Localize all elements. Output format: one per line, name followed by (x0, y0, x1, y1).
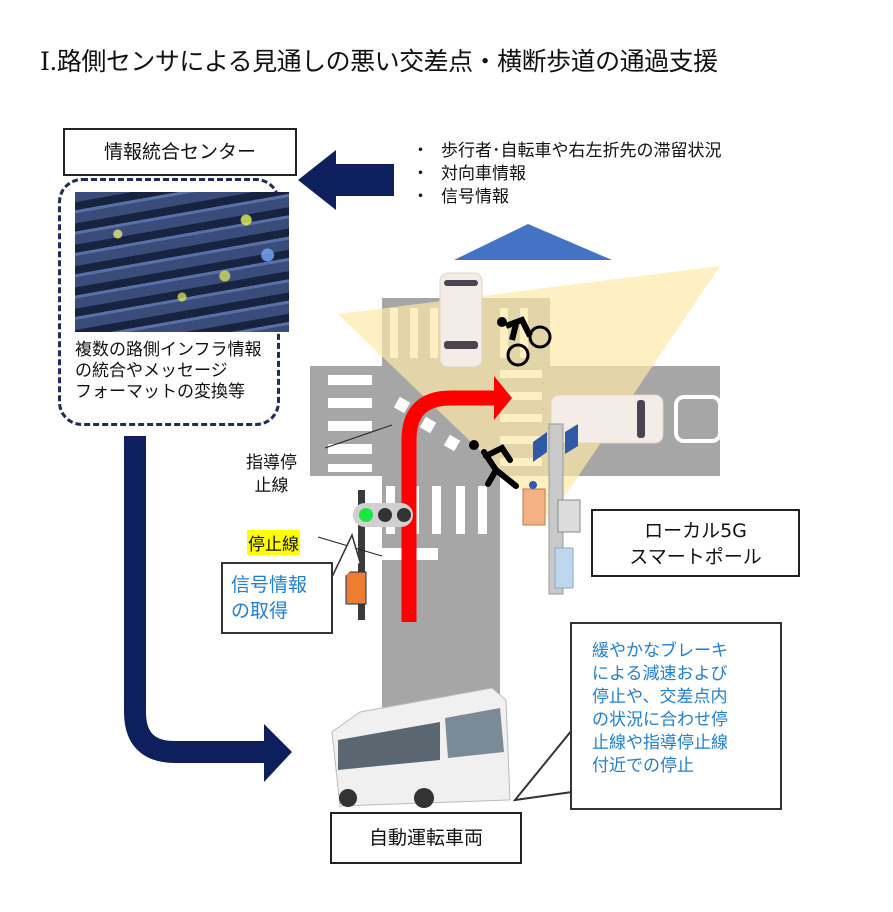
car-north-icon (439, 272, 483, 368)
data-flow-arrow-left (298, 150, 394, 210)
sensor-info-list: 歩行者･自転車や右左折先の滞留状況 対向車情報 信号情報 (412, 140, 722, 209)
page-title: Ⅰ.路側センサによる見通しの悪い交差点・横断歩道の通過支援 (40, 47, 718, 76)
smart-pole-label: ローカル5G スマートポール (591, 509, 800, 577)
pedestrian-icon (469, 440, 519, 489)
traffic-light (345, 490, 413, 620)
autonomous-vehicle-label: 自動運転車両 (330, 812, 522, 864)
upload-triangle-icon (454, 224, 612, 260)
list-item: 歩行者･自転車や右左折先の滞留状況 (412, 140, 722, 163)
list-item: 対向車情報 (412, 163, 722, 186)
autonomous-bus-icon (331, 687, 511, 808)
data-flow-arrow-down-right (124, 436, 266, 763)
cyclist-icon (497, 316, 552, 367)
bus-behavior-callout: 緩やかなブレーキ による減速および 停止や、交差点内 の状況に合わせ停 止線や指… (570, 622, 782, 810)
signal-controller-box (345, 571, 367, 605)
smart-pole-icon (522, 423, 581, 595)
info-center-description: 複数の路側インフラ情報 の統合やメッセージ フォーマットの変換等 (75, 340, 262, 402)
right-turn-route-arrow (401, 390, 496, 622)
guide-stop-line-label: 指導停 止線 (246, 453, 297, 496)
server-rack-image (75, 192, 289, 332)
car-east-icon (550, 394, 722, 444)
traffic-lamp-off (378, 508, 392, 522)
stop-line-label: 停止線 (247, 530, 300, 555)
sensor-coverage-cone (338, 266, 720, 518)
traffic-lamp-off (397, 508, 411, 522)
traffic-lamp-green (359, 508, 373, 522)
guide-stop-line (393, 396, 461, 452)
signal-info-callout: 信号情報 の取得 (221, 562, 333, 634)
list-item: 信号情報 (412, 186, 722, 209)
info-center-label: 情報統合センター (63, 128, 297, 176)
crosswalk-west (328, 375, 372, 472)
